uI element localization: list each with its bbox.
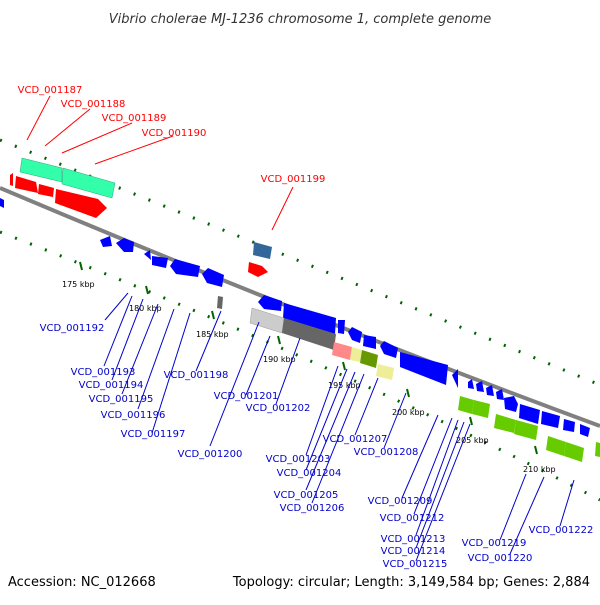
cog-feature (360, 350, 378, 368)
gene-label-reverse: VCD_001195 (89, 394, 154, 405)
forward-strand-features (10, 157, 272, 277)
cog-feature (282, 318, 336, 350)
tick-label: 205 kbp (456, 436, 489, 445)
gene-label-reverse: VCD_001208 (354, 447, 419, 458)
gene-label-forward: VCD_001190 (142, 128, 207, 139)
gene-label-reverse: VCD_001200 (178, 449, 243, 460)
cds-feature (519, 404, 540, 424)
accession-text: Accession: NC_012668 (8, 575, 156, 590)
gene-label-forward: VCD_001187 (18, 85, 83, 96)
gene-label-reverse: VCD_001202 (246, 403, 311, 414)
cds-feature (258, 295, 282, 311)
reverse-strand-features (0, 198, 600, 462)
gene-label-reverse: VCD_001222 (529, 525, 594, 536)
gene-label-forward: VCD_001188 (61, 99, 126, 110)
reverse-gene-leaders (103, 292, 575, 562)
gene-label-reverse: VCD_001219 (462, 538, 527, 549)
cds-feature (476, 381, 484, 392)
gene-label-reverse: VCD_001209 (368, 496, 433, 507)
tick-label: 185 kbp (196, 330, 229, 339)
tick-label: 195 kbp (328, 381, 361, 390)
gene-label-reverse: VCD_001196 (101, 410, 166, 421)
cds-feature (283, 303, 336, 334)
cds-feature (55, 189, 107, 218)
genome-summary-text: Topology: circular; Length: 3,149,584 bp… (232, 575, 590, 590)
gene-label-reverse: VCD_001213 (381, 534, 446, 545)
kbp-tick-marks (79, 261, 538, 455)
cog-feature (249, 307, 285, 334)
gene-label-reverse: VCD_001203 (266, 454, 331, 465)
tick-label: 210 kbp (523, 465, 556, 474)
cds-feature (202, 268, 224, 287)
cds-feature (468, 379, 474, 389)
cds-feature (38, 184, 54, 197)
gene-label-reverse: VCD_001205 (274, 490, 339, 501)
gene-label-reverse: VCD_001212 (380, 513, 445, 524)
cog-feature (546, 436, 566, 456)
gene-label-reverse: VCD_001198 (164, 370, 229, 381)
cds-feature (496, 389, 504, 400)
cds-feature (15, 176, 38, 193)
cog-feature (472, 400, 490, 418)
cog-feature (564, 442, 584, 462)
cds-feature (452, 369, 458, 388)
gene-label-forward: VCD_001199 (261, 174, 326, 185)
cds-feature (400, 352, 448, 385)
rna-feature (61, 167, 116, 199)
tick-label: 175 kbp (62, 280, 95, 289)
gene-label-reverse: VCD_001201 (214, 391, 279, 402)
gene-label-reverse: VCD_001214 (381, 546, 446, 557)
cds-feature (144, 250, 151, 260)
kbp-ticks: 175 kbp 180 kbp 185 kbp 190 kbp 195 kbp … (62, 280, 556, 474)
tick-label: 190 kbp (263, 355, 296, 364)
cog-feature (595, 442, 600, 457)
cds-feature (253, 242, 272, 259)
cog-feature (350, 347, 362, 362)
tick-label: 180 kbp (129, 304, 162, 313)
cds-feature (10, 173, 13, 186)
cds-feature (170, 259, 200, 277)
cog-feature (458, 396, 474, 414)
cog-feature (332, 342, 352, 360)
cds-feature (504, 396, 518, 412)
map-title: Vibrio cholerae MJ-1236 chromosome 1, co… (109, 12, 491, 27)
gene-label-reverse: VCD_001193 (71, 367, 136, 378)
cds-feature (100, 236, 112, 247)
gene-label-reverse: VCD_001207 (323, 434, 388, 445)
cog-feature (514, 420, 538, 440)
gene-label-reverse: VCD_001220 (468, 553, 533, 564)
cds-feature (0, 198, 4, 208)
gene-label-forward: VCD_001189 (102, 113, 167, 124)
forward-gene-labels (26, 95, 294, 231)
cds-feature (580, 424, 590, 437)
cog-feature (494, 414, 516, 433)
cds-feature (217, 296, 223, 309)
gene-label-reverse: VCD_001192 (40, 323, 105, 334)
cds-feature (486, 385, 494, 396)
cds-feature (338, 320, 345, 334)
reverse-gene-label-text: VCD_001192 VCD_001193 VCD_001194 VCD_001… (40, 323, 594, 570)
cds-feature (563, 419, 575, 432)
gene-label-reverse: VCD_001194 (79, 380, 144, 391)
cds-feature (248, 262, 268, 277)
cds-feature (348, 327, 362, 343)
cds-feature (363, 335, 376, 349)
cog-feature (376, 364, 394, 380)
forward-gene-label-text: VCD_001187 VCD_001188 VCD_001189 VCD_001… (18, 85, 326, 185)
gene-label-reverse: VCD_001197 (121, 429, 186, 440)
gene-label-reverse: VCD_001206 (280, 503, 345, 514)
gene-label-reverse: VCD_001204 (277, 468, 342, 479)
rna-feature (19, 157, 63, 183)
cds-feature (116, 238, 134, 252)
cds-feature (152, 256, 168, 268)
gene-label-reverse: VCD_001215 (383, 559, 448, 570)
cds-feature (541, 411, 560, 428)
tick-label: 200 kbp (392, 408, 425, 417)
cds-feature (380, 341, 398, 358)
